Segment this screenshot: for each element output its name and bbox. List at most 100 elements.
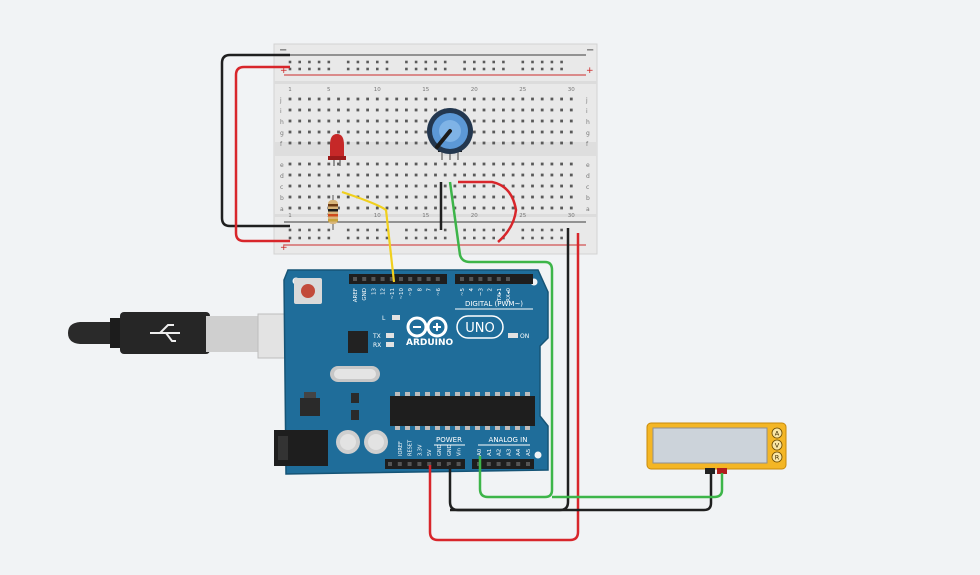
atmega-chip <box>390 392 535 430</box>
multimeter-mode-label: V <box>775 442 780 450</box>
digital-pin-label: ~5 <box>460 288 466 297</box>
digital-pin-label: GND <box>362 288 368 301</box>
column-label: 10 <box>374 213 381 219</box>
digital-pin-label: ~11 <box>390 288 396 300</box>
column-label: 20 <box>471 87 478 93</box>
row-letter: h <box>280 119 284 126</box>
wire-pot-power[interactable] <box>458 180 518 243</box>
multimeter-display <box>652 427 768 464</box>
led-l-label: L <box>382 315 386 322</box>
crystal-oscillator <box>330 366 380 382</box>
row-letter: e <box>586 162 590 169</box>
digital-pin-header[interactable] <box>349 274 533 284</box>
column-label: 30 <box>568 87 575 93</box>
usb-icon <box>150 324 180 342</box>
digital-pin-label: ~10 <box>399 288 405 300</box>
rail-plus-label-bottom: + <box>280 243 288 253</box>
column-label: 5 <box>327 87 331 93</box>
digital-pin-label: 8 <box>417 288 423 292</box>
column-label: 25 <box>519 87 526 93</box>
wire-power-rail-5v[interactable] <box>428 233 580 542</box>
power-pin-label: RESET <box>408 439 414 456</box>
power-pin-label: IOREF <box>398 441 404 456</box>
potentiometer-knob-indicator[interactable] <box>435 129 452 149</box>
row-letter: h <box>586 119 590 126</box>
resistor[interactable] <box>328 195 338 230</box>
row-letter: d <box>280 173 284 180</box>
rail-minus-label: − <box>279 45 287 56</box>
row-letter: f <box>586 141 589 148</box>
row-letter: b <box>586 195 590 202</box>
multimeter-mode-button[interactable] <box>771 427 783 439</box>
column-label: 20 <box>471 213 478 219</box>
analog-pin-label: A4 <box>516 448 522 456</box>
power-header-label: POWER <box>436 436 462 444</box>
power-analog-pin-header[interactable] <box>385 459 534 469</box>
multimeter-probe-com[interactable] <box>705 468 715 474</box>
row-letter: b <box>280 195 284 202</box>
analog-pin-label: A0 <box>477 448 483 456</box>
power-jack[interactable] <box>274 430 328 466</box>
multimeter-mode-button[interactable] <box>771 439 783 451</box>
power-pin-label: 5V <box>427 449 433 456</box>
column-label: 25 <box>519 213 526 219</box>
row-letter: c <box>280 184 283 191</box>
led-tx-indicator <box>386 333 394 338</box>
digital-pin-label: 7 <box>427 288 433 292</box>
wire-gnd-rail-left[interactable] <box>220 53 290 228</box>
wire-pot-wiper-a0[interactable] <box>448 181 554 499</box>
power-pin-label: GND <box>447 444 453 456</box>
multimeter[interactable]: AVR <box>646 422 787 474</box>
digital-pin-label: RX◂0 <box>506 288 512 302</box>
multimeter-mode-label: A <box>775 430 780 438</box>
rail-minus-label-right: − <box>586 45 594 56</box>
on-led-indicator <box>508 333 518 338</box>
usb-chip <box>348 331 368 353</box>
row-letter: j <box>279 97 282 104</box>
row-letter: i <box>586 108 588 115</box>
wire-a0-multimeter[interactable] <box>552 473 724 499</box>
digital-pin-label: TX▸1 <box>497 288 503 302</box>
analog-pin-label: A3 <box>506 448 512 456</box>
column-label: 10 <box>374 87 381 93</box>
digital-pin-label: AREF <box>353 288 359 302</box>
multimeter-mode-label: R <box>775 454 780 462</box>
digital-pin-label: 12 <box>381 288 387 295</box>
multimeter-probe-positive[interactable] <box>717 468 727 474</box>
analog-pin-label: A1 <box>487 449 493 456</box>
digital-pin-label: ~3 <box>478 288 484 297</box>
row-letter: d <box>586 173 590 180</box>
digital-header-label: DIGITAL (PWM~) <box>465 300 523 308</box>
digital-pin-label: ~9 <box>408 288 414 297</box>
red-led[interactable] <box>328 134 346 166</box>
column-label: 30 <box>568 213 575 219</box>
row-letter: a <box>586 206 590 213</box>
arduino-brand-text: ARDUINO <box>406 338 454 348</box>
on-led-label: ON <box>520 333 529 340</box>
wire-led-pin12[interactable] <box>341 190 396 283</box>
wire-power-rail-left[interactable] <box>234 65 290 243</box>
uno-model-text: UNO <box>465 321 494 336</box>
potentiometer[interactable] <box>427 108 473 160</box>
rail-plus-label: + <box>280 66 288 76</box>
row-letter: a <box>280 206 284 213</box>
capacitors <box>336 430 388 454</box>
column-label: 15 <box>422 213 429 219</box>
wire-gnd-multimeter[interactable] <box>450 473 713 512</box>
analog-pin-label: A5 <box>526 448 532 456</box>
multimeter-mode-button[interactable] <box>771 451 783 463</box>
row-letter: g <box>586 130 590 137</box>
row-letter: g <box>280 130 284 137</box>
uno-badge: UNO <box>456 315 504 339</box>
row-letter: c <box>586 184 589 191</box>
power-pin-label: Vin <box>457 448 463 456</box>
column-label: 15 <box>422 87 429 93</box>
reset-button[interactable] <box>294 278 322 304</box>
power-pin-label: GND <box>437 444 443 456</box>
voltage-regulator <box>300 392 320 416</box>
analog-pin-label: A2 <box>497 449 503 456</box>
